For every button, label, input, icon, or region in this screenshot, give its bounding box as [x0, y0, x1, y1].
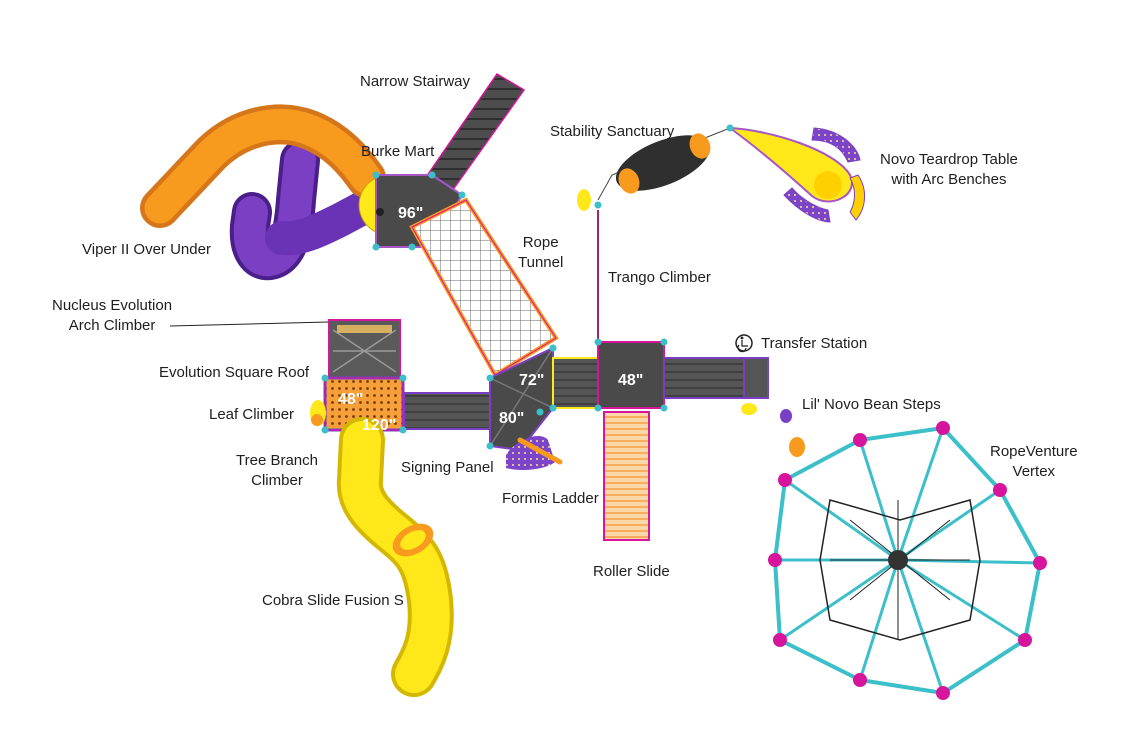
label-stability-sanctuary: Stability Sanctuary	[550, 123, 675, 140]
label-viper: Viper II Over Under	[82, 241, 211, 258]
evolution-roof	[328, 319, 401, 379]
deck-height-center-upper: 72"	[519, 372, 544, 389]
label-nucleus-line2: Arch Climber	[68, 317, 156, 334]
deck-height-burke: 96"	[398, 205, 423, 222]
connector-posts	[321, 124, 734, 450]
rope-tunnel	[409, 197, 559, 378]
novo-teardrop-table	[726, 126, 865, 223]
label-nucleus: Nucleus Evolution Arch Climber	[52, 296, 172, 336]
label-trango-climber: Trango Climber	[608, 269, 711, 286]
label-leaf-climber: Leaf Climber	[209, 406, 295, 423]
label-tree-branch-line2: Climber	[251, 472, 303, 489]
label-roller-slide: Roller Slide	[593, 563, 670, 580]
label-novo-teardrop-line1: Novo Teardrop Table	[880, 151, 1018, 168]
label-burke-mart: Burke Mart	[361, 143, 435, 160]
roller-slide	[603, 411, 650, 541]
label-cobra-slide: Cobra Slide Fusion S	[262, 592, 404, 609]
left-walkway	[403, 392, 491, 430]
label-evolution-square-roof: Evolution Square Roof	[159, 364, 310, 381]
viper-slide	[229, 140, 387, 281]
label-novo-teardrop-line2: with Arc Benches	[891, 171, 1007, 188]
label-signing-panel: Signing Panel	[401, 459, 494, 476]
cobra-slide	[336, 417, 454, 697]
label-rope-tunnel-line2: Tunnel	[518, 254, 564, 271]
label-ropeventure: RopeVenture Vertex	[990, 442, 1078, 482]
label-lil-novo: Lil' Novo Bean Steps	[802, 396, 941, 413]
label-tree-branch-line1: Tree Branch	[236, 452, 318, 469]
label-rope-tunnel: Rope Tunnel	[518, 233, 563, 273]
label-nucleus-line1: Nucleus Evolution	[52, 297, 173, 314]
center-hub	[489, 346, 554, 452]
formis-ladder	[506, 435, 563, 470]
label-tree-branch: Tree Branch Climber	[236, 451, 318, 491]
wheelchair-icon	[735, 334, 753, 353]
label-novo-teardrop: Novo Teardrop Table with Arc Benches	[880, 150, 1018, 190]
label-rope-tunnel-line1: Rope	[522, 234, 559, 251]
center-walkway	[552, 341, 769, 409]
label-ropeventure-line2: Vertex	[1012, 463, 1056, 480]
stability-sanctuary	[597, 127, 731, 201]
deck-height-left-lower: 120"	[362, 417, 396, 434]
nucleus-callout-line	[169, 321, 329, 327]
deck-height-center-lower: 80"	[499, 410, 524, 427]
label-ropeventure-line1: RopeVenture	[990, 443, 1078, 460]
leaf-climber	[310, 400, 326, 426]
deck-height-right: 48"	[618, 372, 643, 389]
ropeventure-vertex	[768, 421, 1047, 700]
label-formis-ladder: Formis Ladder	[502, 490, 599, 507]
label-transfer-station: Transfer Station	[761, 335, 868, 352]
bean-steps	[741, 403, 805, 457]
deck-height-left-upper: 48"	[338, 391, 363, 408]
label-narrow-stairway: Narrow Stairway	[360, 73, 471, 90]
trango-climber	[577, 189, 599, 340]
viper-orange-chute	[140, 104, 386, 228]
